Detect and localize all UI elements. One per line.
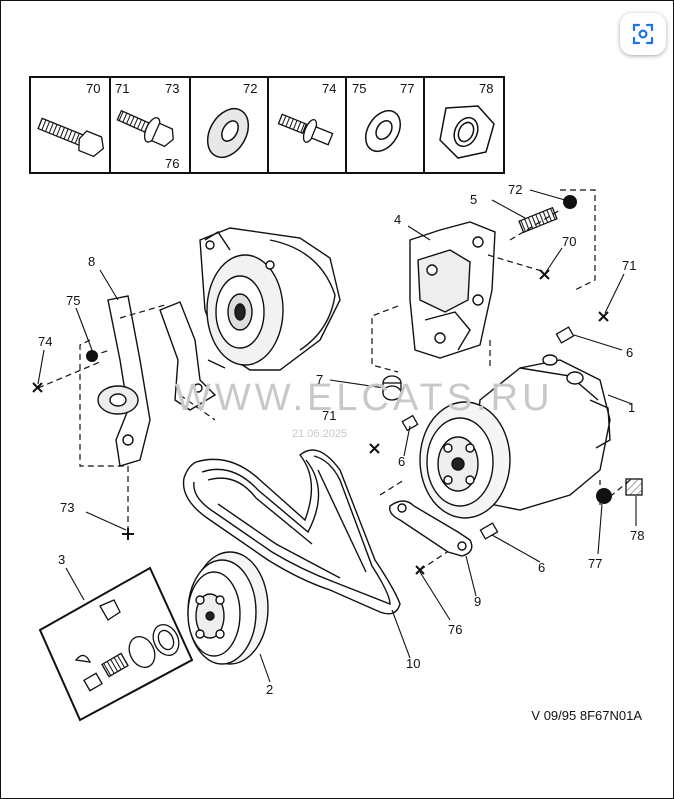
callout-3: 3 [58,552,65,567]
callout-76: 76 [448,622,462,637]
watermark-text: WWW.ELCATS.RU [175,377,554,419]
callout-73: 73 [60,500,74,515]
nut-drawing [439,105,495,159]
bushings-drawing [401,326,575,540]
callout-1: 1 [628,400,635,415]
spring-drawing [518,206,558,234]
legend-cell-4-num-1: 74 [322,81,336,96]
fastener-markers-right [369,195,612,575]
diagram-reference-code: V 09/95 8F67N01A [531,708,642,723]
nut-78-drawing [625,478,643,496]
callout-6-top: 6 [626,345,633,360]
legend-cell-2-sub: 76 [165,156,179,171]
bolt-washer-drawing [116,109,174,148]
mounting-plate-drawing [389,500,473,557]
bolt-drawing [37,117,105,158]
legend-cell-2-num-1: 71 [115,81,129,96]
legend-cell-2-num-2: 73 [165,81,179,96]
callout-2: 2 [266,682,273,697]
compressor-bracket-drawing [409,221,496,359]
stud-drawing [277,113,334,146]
callout-78: 78 [630,528,644,543]
callout-7: 7 [316,372,323,387]
callout-75: 75 [66,293,80,308]
callout-71-center: 71 [322,408,336,423]
callout-10: 10 [406,656,420,671]
legend-cell-5-num-1: 75 [352,81,366,96]
callout-8: 8 [88,254,95,269]
legend-cell-1-num-1: 70 [86,81,100,96]
guide-lines-left [37,304,216,530]
callout-6-middle: 6 [398,454,405,469]
callout-77: 77 [588,556,602,571]
callout-71-right: 71 [622,258,636,273]
callout-9: 9 [474,594,481,609]
crank-pulley-drawing [187,551,269,665]
repair-kit-box-drawing [38,566,194,722]
callout-6-bottom: 6 [538,560,545,575]
callout-leaders [37,189,637,683]
legend-cell-6-num-1: 78 [479,81,493,96]
drive-belt-drawing [182,449,401,615]
hardware-legend-box [29,76,505,174]
scan-lens-icon [632,23,654,45]
compressor-drawing [419,354,611,519]
watermark-date: 21.06.2025 [292,428,347,440]
callout-72: 72 [508,182,522,197]
spring-washer-drawing [364,109,402,153]
callout-5: 5 [470,192,477,207]
callout-74: 74 [38,334,52,349]
legend-cell-5-num-2: 77 [400,81,414,96]
fastener-markers-left [32,350,134,540]
image-search-button[interactable] [620,13,666,55]
alternator-drawing [199,227,341,371]
tensioner-bracket-drawing [97,295,217,467]
repair-kit-parts-drawing [74,599,180,692]
legend-cell-3-num-1: 72 [243,81,257,96]
washer-drawing [206,108,250,158]
callout-70: 70 [562,234,576,249]
callout-4: 4 [394,212,401,227]
